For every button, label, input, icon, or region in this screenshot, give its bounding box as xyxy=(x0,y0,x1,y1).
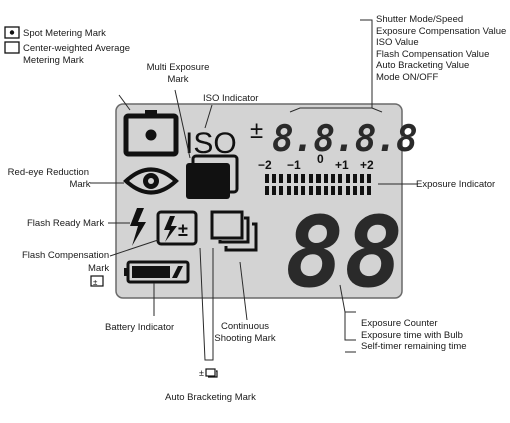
flash-compensation-mark: ± xyxy=(156,210,198,246)
flash-ready-icon xyxy=(130,208,146,246)
exposure-comp-value-label: Exposure Compensation Value xyxy=(376,25,507,37)
battery-label: Battery Indicator xyxy=(105,322,175,333)
auto-bracketing-label: Auto Bracketing Mark xyxy=(165,392,256,403)
multi-exposure-label-line2: Mark xyxy=(167,74,189,85)
multi-exposure-label-line1: Multi Exposure xyxy=(146,62,210,73)
scale-minus-2: −2 xyxy=(258,158,272,172)
svg-text:±: ± xyxy=(199,368,204,378)
center-weighted-label-line1: Center-weighted Average xyxy=(23,43,131,54)
self-timer-label: Self-timer remaining time xyxy=(361,341,467,352)
spot-metering-small-icon xyxy=(4,26,20,39)
multi-exposure-mark xyxy=(186,154,239,199)
flash-comp-label-line1: Flash Compensation xyxy=(22,250,110,261)
iso-indicator-label: ISO Indicator xyxy=(203,93,259,104)
scale-zero: 0 xyxy=(317,152,324,166)
auto-bracketing-small-icon: ± xyxy=(199,368,218,378)
mode-on-off-label: Mode ON/OFF xyxy=(376,71,439,83)
flash-ready-label: Flash Ready Mark xyxy=(27,218,105,229)
continuous-shooting-label-line2: Shooting Mark xyxy=(214,333,276,344)
lcd-panel xyxy=(115,103,403,299)
flash-comp-label-line2: Mark xyxy=(88,263,110,274)
exposure-indicator-bars xyxy=(265,174,371,195)
red-eye-label-line2: Mark xyxy=(69,179,91,190)
shutter-label-group: Shutter Mode/Speed Exposure Compensation… xyxy=(376,14,506,83)
continuous-shooting-mark xyxy=(210,210,258,252)
svg-text:±: ± xyxy=(93,278,98,287)
spot-metering-mark xyxy=(123,110,179,157)
exposure-indicator-label: Exposure Indicator xyxy=(416,179,496,190)
leader-lines xyxy=(90,19,418,361)
scale-minus-1: −1 xyxy=(287,158,301,172)
iso-value-label: ISO Value xyxy=(376,37,419,48)
exposure-counter-label: Exposure Counter xyxy=(361,318,438,329)
auto-bracketing-value-label: Auto Bracketing Value xyxy=(376,60,470,71)
flash-comp-small-icon: ± xyxy=(90,275,104,287)
center-weighted-label-line2: Metering Mark xyxy=(23,55,84,66)
scale-plus-1: +1 xyxy=(335,158,349,172)
battery-icon xyxy=(124,260,190,284)
spot-metering-label: Spot Metering Mark xyxy=(23,28,106,39)
red-eye-icon xyxy=(123,167,179,195)
center-weighted-small-icon xyxy=(4,41,20,54)
counter-label-group: Exposure Counter Exposure time with Bulb… xyxy=(361,318,467,353)
red-eye-label-line1: Red-eye Reduction xyxy=(7,167,89,178)
shutter-mode-speed-label: Shutter Mode/Speed xyxy=(376,14,464,25)
scale-plus-2: +2 xyxy=(360,158,374,172)
shutter-value-digits: 8.8.8.8 xyxy=(272,119,417,160)
continuous-shooting-label-line1: Continuous xyxy=(220,321,270,332)
plus-minus-sign: ± xyxy=(250,117,263,144)
svg-text:±: ± xyxy=(178,220,188,240)
flash-comp-value-label: Flash Compensation Value xyxy=(376,48,490,60)
bulb-time-label: Exposure time with Bulb xyxy=(361,329,463,341)
exposure-counter-digits: 88 xyxy=(285,196,403,310)
